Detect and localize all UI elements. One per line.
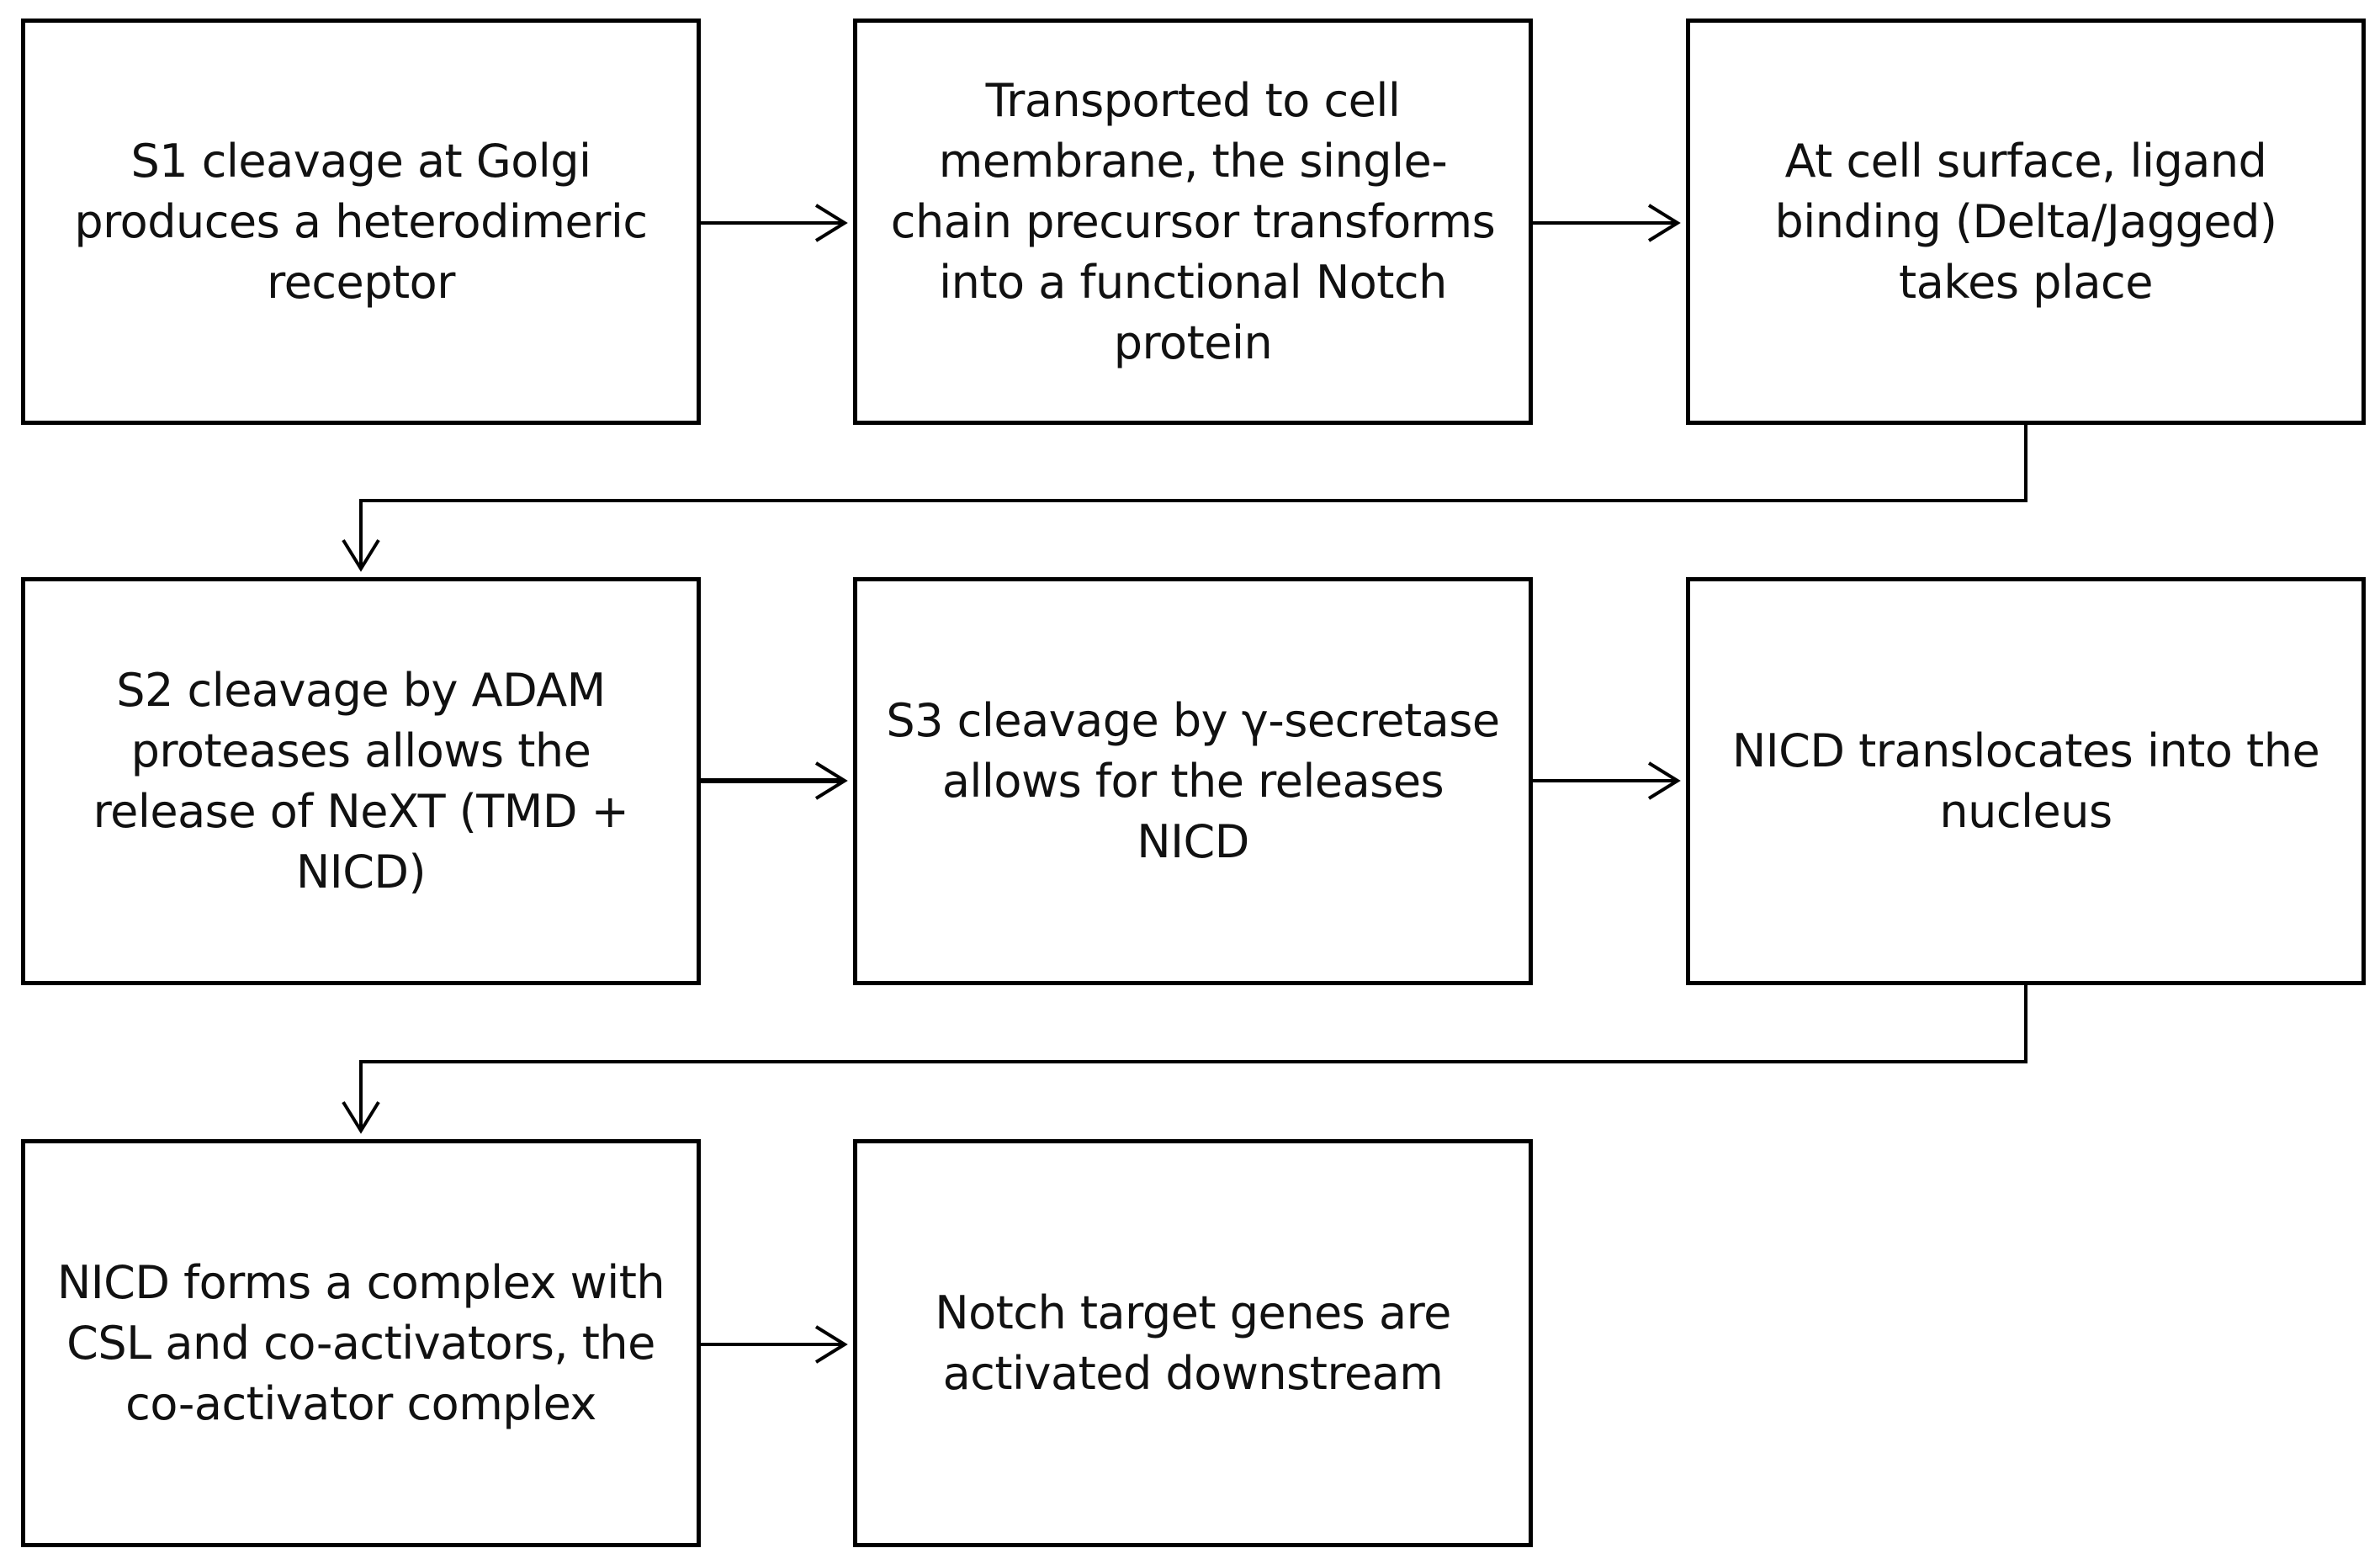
arrowhead-step3-to-step4 (342, 538, 380, 572)
step-gene-activation-text: Notch target genes are activated downstr… (935, 1286, 1451, 1400)
arrowhead-step6-to-step7 (342, 1100, 380, 1134)
arrowhead-step4-to-step5 (814, 761, 848, 800)
arrow-step3-to-step4 (359, 425, 2028, 567)
step-s1-cleavage-text: S1 cleavage at Golgi produces a heterodi… (74, 134, 648, 309)
step-s2-cleavage-text: S2 cleavage by ADAM proteases allows the… (93, 663, 629, 899)
arrowhead-step2-to-step3 (1647, 204, 1681, 242)
step-s3-cleavage-box: S3 cleavage by γ-secretase allows for th… (853, 577, 1533, 985)
step-ligand-binding-box: At cell surface, ligand binding (Delta/J… (1686, 19, 2366, 425)
arrowhead-step1-to-step2 (814, 204, 848, 242)
step-s2-cleavage-box: S2 cleavage by ADAM proteases allows the… (21, 577, 701, 985)
step-nicd-translocation-text: NICD translocates into the nucleus (1731, 724, 2320, 838)
arrow-step6-to-step7 (359, 985, 2028, 1129)
step-complex-formation-text: NICD forms a complex with CSL and co-act… (56, 1255, 665, 1430)
step-ligand-binding-text: At cell surface, ligand binding (Delta/J… (1774, 134, 2277, 309)
step-s3-cleavage-text: S3 cleavage by γ-secretase allows for th… (886, 693, 1500, 868)
step-transport-text: Transported to cell membrane, the single… (890, 73, 1496, 369)
arrowhead-step5-to-step6 (1647, 761, 1681, 800)
step-complex-formation-box: NICD forms a complex with CSL and co-act… (21, 1139, 701, 1547)
step-s1-cleavage-box: S1 cleavage at Golgi produces a heterodi… (21, 19, 701, 425)
step-transport-box: Transported to cell membrane, the single… (853, 19, 1533, 425)
step-nicd-translocation-box: NICD translocates into the nucleus (1686, 577, 2366, 985)
arrowhead-step7-to-step8 (814, 1325, 848, 1364)
step-gene-activation-box: Notch target genes are activated downstr… (853, 1139, 1533, 1547)
